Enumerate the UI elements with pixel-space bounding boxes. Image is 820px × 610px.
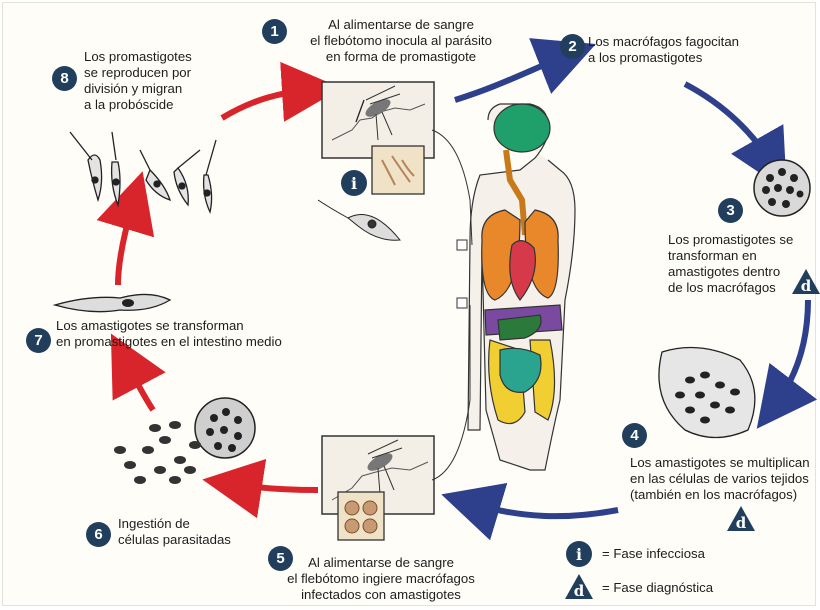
step-7-badge: 7 [26, 328, 51, 353]
ingested-parasitized-cells [114, 398, 255, 484]
infective-phase-icon: i [341, 170, 367, 196]
arrow-6-to-7 [125, 360, 153, 410]
leader-lines [432, 130, 472, 480]
step-4-badge: 4 [622, 423, 647, 448]
arrow-4-to-5 [470, 503, 618, 516]
step-1-badge: 1 [262, 19, 287, 44]
dividing-promastigotes [70, 132, 216, 212]
elongating-parasite [55, 294, 170, 311]
diagnostic-phase-icon: d [791, 268, 820, 295]
arrow-8-to-1 [222, 90, 312, 118]
promastigote-illustration [318, 200, 400, 240]
step-3-badge: 3 [718, 198, 743, 223]
macrophage-with-amastigotes [754, 160, 810, 216]
legend-diagnostic-label: = Fase diagnóstica [602, 580, 713, 596]
svg-text:d: d [574, 582, 585, 600]
step-6-badge: 6 [86, 522, 111, 547]
step-2-badge: 2 [560, 34, 585, 59]
legend-infective-label: = Fase infecciosa [602, 546, 705, 562]
sandfly-feeding-box-top [322, 82, 434, 194]
legend-diagnostic-icon: d [564, 573, 594, 600]
arrow-2-to-3 [685, 84, 772, 165]
arrow-7-to-8 [118, 200, 134, 285]
arrow-3-to-4 [775, 300, 808, 405]
human-body [468, 104, 575, 470]
sandfly-feeding-box-bottom [322, 436, 434, 540]
svg-text:d: d [801, 277, 812, 295]
step-8-badge: 8 [52, 66, 77, 91]
diagnostic-phase-icon: d [726, 505, 756, 532]
legend-infective-icon: i [566, 541, 592, 567]
svg-text:d: d [736, 514, 747, 532]
arrow-5-to-6 [232, 484, 318, 490]
tissue-cell-with-amastigotes [659, 348, 755, 438]
